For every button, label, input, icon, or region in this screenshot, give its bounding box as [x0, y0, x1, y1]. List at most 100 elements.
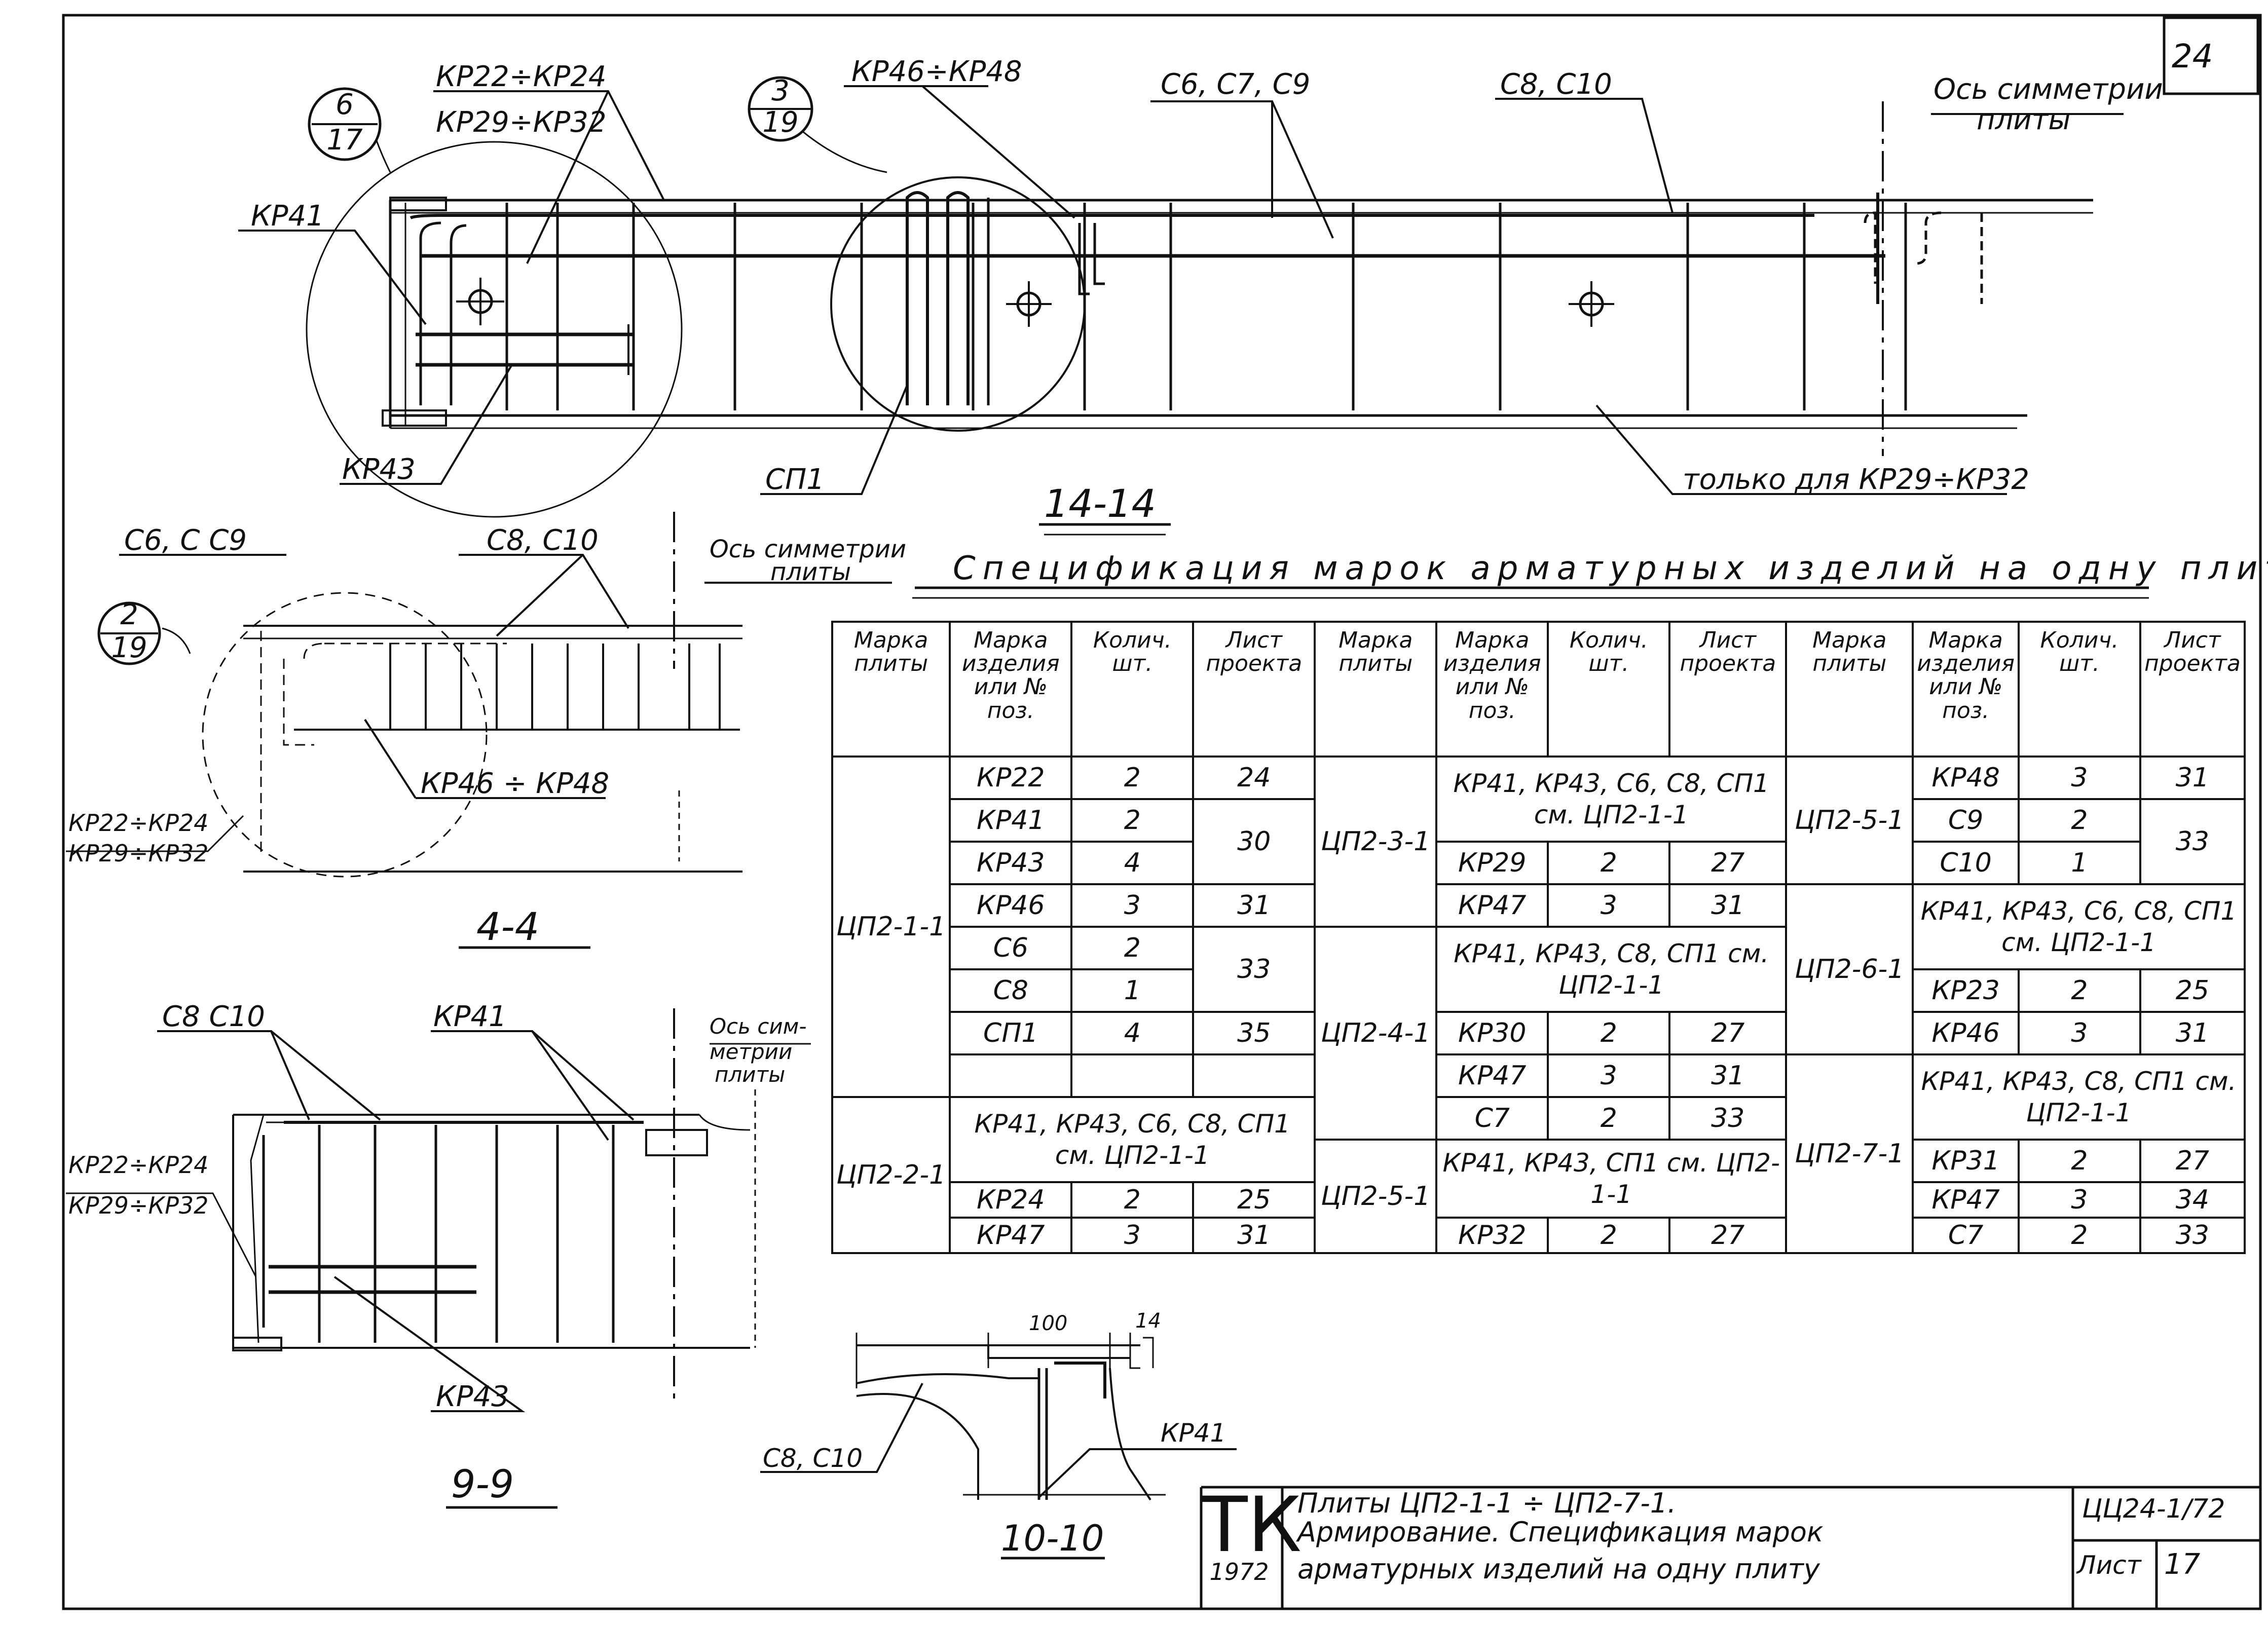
item-cell: КР24	[949, 1181, 1073, 1219]
plate-cell: ЦП2-5-1	[1785, 755, 1914, 885]
note-cell: КР41, КР43, С8, СП1 см. ЦП2-1-1	[1435, 926, 1788, 1013]
item-cell: СП1	[949, 1011, 1073, 1055]
qty-cell: 3	[1547, 1053, 1671, 1098]
empty-cell	[1192, 1053, 1316, 1098]
table-row: КР43 4 КР29 2 27 С10 1	[832, 841, 2245, 885]
sheet-cell: 25	[2139, 968, 2246, 1013]
empty-cell	[949, 1053, 1073, 1098]
callout-6-17-top: 6	[336, 88, 354, 121]
item-cell: КР32	[1435, 1217, 1549, 1254]
section-4-4-title: 4-4	[476, 904, 539, 949]
section-9-9-drawing	[66, 1008, 811, 1509]
sheet-cell: 33	[2139, 798, 2246, 885]
hdr-item-3: Марка изделия или № поз.	[1912, 621, 2020, 758]
qty-cell: 2	[1547, 841, 1671, 885]
label-kp46-kp48-b: КР46 ÷ КР48	[421, 767, 609, 800]
qty-cell: 1	[2017, 841, 2141, 885]
item-cell: С9	[1912, 798, 2020, 843]
plate-cell: ЦП2-5-1	[1314, 1139, 1438, 1254]
qty-cell: 3	[2017, 755, 2141, 800]
hdr-qty-2: Колич. шт.	[1547, 621, 1671, 758]
label-axis-b1: Ось симметрии	[710, 535, 906, 563]
label-axis-symmetry-1: Ось симметрии	[1934, 73, 2163, 106]
label-c8-c10: С8, С10	[1500, 68, 1612, 101]
table-row: КР41 2 30 С9 2 33	[832, 798, 2246, 885]
table-row: С6 2 3 3 ЦП2-4-1 КР41, КР43, С8, СП1 см. …	[832, 926, 2245, 1141]
qty-cell: 3	[2017, 1011, 2141, 1055]
plate-cell: ЦП2-4-1	[1314, 926, 1438, 1141]
label-c6-c7-c9: С6, С7, С9	[1161, 68, 1310, 101]
sheet-cell: 30	[1192, 798, 1316, 885]
label-kp46-kp48: КР46÷КР48	[851, 55, 1022, 88]
sheet-cell: 27	[1668, 841, 1788, 885]
sheet-cell: 33	[2139, 1217, 2246, 1254]
table-row: КР47 3 31 ЦП2-7-1 КР41, КР43, С8, СП1 см…	[832, 1053, 2246, 1254]
page-number-box	[2163, 16, 2259, 95]
section-9-9-title: 9-9	[451, 1461, 514, 1506]
table-row: ЦП2-2-1 КР41, КР43, С6, С8, СП1 см. ЦП2-…	[831, 1096, 2245, 1254]
section-14-14-title: 14-14	[1044, 481, 1156, 526]
note-cell: КР41, КР43, С6, С8, СП1 см. ЦП2-1-1	[949, 1096, 1316, 1183]
label-kp43: КР43	[342, 453, 416, 486]
empty-cell	[1070, 1053, 1195, 1098]
table-row: СП1 4 35 КР30 2 27 КР46 3 31	[832, 1011, 2246, 1055]
qty-cell: 2	[2017, 1217, 2141, 1254]
note-cell: КР41, КР43, СП1 см. ЦП2-1-1	[1435, 1139, 1788, 1219]
sheet-cell: 31	[2139, 755, 2246, 800]
label-c8-c10-c: С8 С10	[162, 1000, 265, 1033]
spec-table: Марка плиты Марка изделия или № поз. Кол…	[831, 621, 2246, 1254]
item-cell: С6	[949, 926, 1073, 970]
item-cell: КР43	[949, 841, 1073, 885]
plate-cell: ЦП2-3-1	[1314, 755, 1438, 928]
hdr-item-2: Марка изделия или № поз.	[1435, 621, 1549, 758]
item-cell: С7	[1435, 1096, 1549, 1141]
label-kp43-c: КР43	[436, 1380, 509, 1413]
qty-cell: 2	[1070, 1181, 1195, 1219]
label-kp29-kp32-c: КР29÷КР32	[68, 1192, 208, 1219]
title-block-code: ЦЦ24-1/72	[2082, 1494, 2225, 1524]
table-row: ЦП2-5-1 КР41, КР43, СП1 см. ЦП2-1-1 КР31…	[832, 1139, 2246, 1254]
label-kp29-kp32-b: КР29÷КР32	[68, 840, 208, 867]
label-axis-c2: метрии	[710, 1039, 792, 1064]
label-axis-c3: плиты	[715, 1062, 785, 1087]
item-cell: КР48	[1912, 755, 2020, 800]
label-kp41: КР41	[251, 200, 324, 233]
qty-cell: 2	[1547, 1096, 1671, 1141]
title-block-sheet-label: Лист	[2077, 1551, 2141, 1580]
label-kp41-c: КР41	[433, 1000, 507, 1033]
sheet-cell: 31	[1192, 1217, 1316, 1254]
table-row: КР24 2 25 КР47 3 34	[832, 1181, 2246, 1219]
section-4-4-drawing	[66, 512, 892, 949]
hdr-qty-3: Колич. шт.	[2017, 621, 2141, 758]
hdr-sheet-2: Лист проекта	[1668, 621, 1788, 758]
qty-cell: 2	[1070, 926, 1195, 970]
table-row: КР47 3 31 КР32 2 27 С7 2 33	[832, 1217, 2246, 1254]
label-c8-c10-b: С8, С10	[487, 524, 599, 557]
item-cell: КР31	[1912, 1139, 2020, 1183]
table-row: КР46 3 31 КР47 3 31 ЦП2-6-1 КР41, КР43, …	[832, 883, 2246, 1055]
qty-cell: 3	[2017, 1181, 2141, 1219]
sheet-cell: 31	[1668, 883, 1788, 928]
item-cell: КР47	[949, 1217, 1073, 1254]
callout-2-19-top: 2	[120, 598, 138, 631]
sheet-cell: 31	[2139, 1011, 2246, 1055]
qty-cell: 2	[1070, 798, 1195, 843]
item-cell: КР47	[1435, 883, 1549, 928]
qty-cell: 2	[2017, 968, 2141, 1013]
label-c8-c10-d: С8, С10	[763, 1444, 863, 1473]
label-cp1: СП1	[765, 463, 825, 496]
dim-14: 14	[1135, 1309, 1161, 1333]
item-cell: КР30	[1435, 1011, 1549, 1055]
label-only-for: только для КР29÷КР32	[1683, 463, 2029, 496]
plate-cell: ЦП2-7-1	[1785, 1053, 1914, 1254]
sheet-cell: 34	[2139, 1181, 2246, 1219]
sheet-cell: 24	[1192, 755, 1316, 800]
sheet-frame	[62, 14, 2262, 1610]
label-axis-symmetry-2: плиты	[1977, 103, 2071, 136]
hdr-item-1: Марка изделия или № поз.	[949, 621, 1073, 758]
item-cell: КР41	[949, 798, 1073, 843]
qty-cell: 4	[1070, 841, 1195, 885]
qty-cell: 3	[1070, 883, 1195, 928]
title-block-line1: Плиты ЦП2-1-1 ÷ ЦП2-7-1.	[1297, 1487, 1677, 1519]
item-cell: КР29	[1435, 841, 1549, 885]
